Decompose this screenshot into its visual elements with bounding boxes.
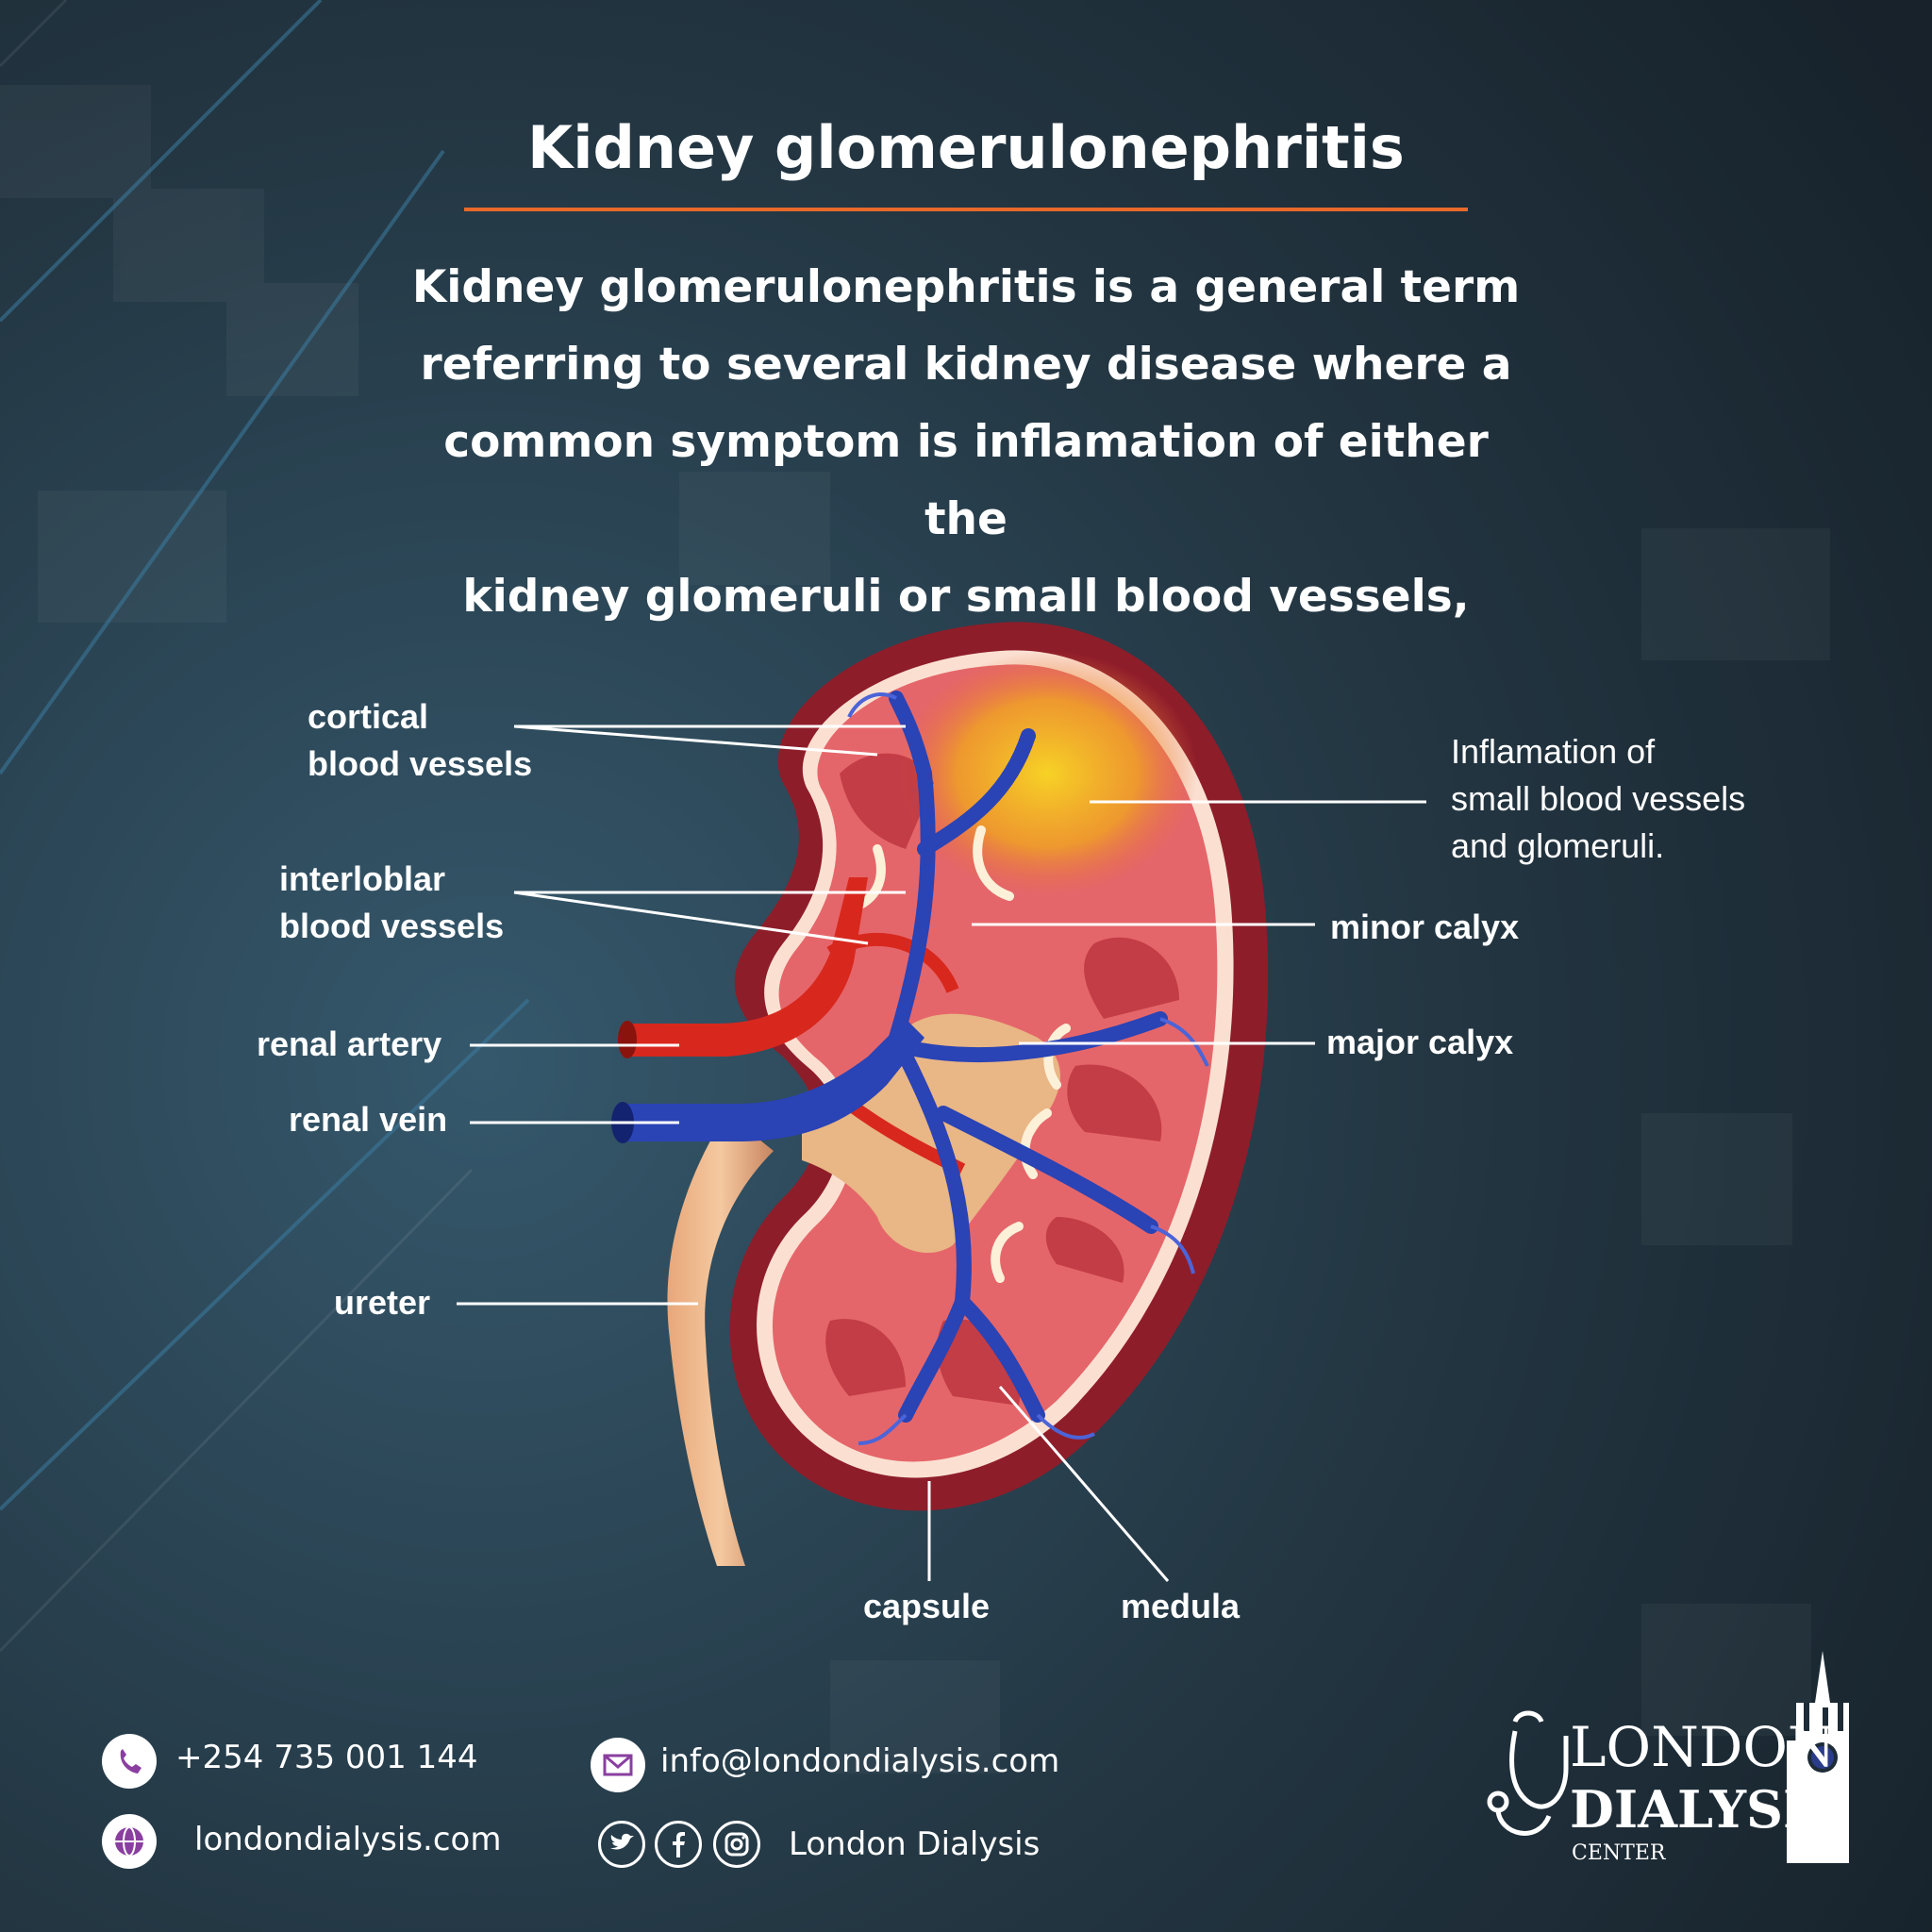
renal-vein-vessel xyxy=(618,1019,924,1141)
label-inflamation: Inflamation of small blood vessels and g… xyxy=(1451,728,1745,870)
label-renal-vein: renal vein xyxy=(289,1100,448,1139)
phone-icon xyxy=(102,1734,157,1789)
label-cortical-blood-vessels: cortical blood vessels xyxy=(308,693,532,788)
logo-line-2: DIALYSIS xyxy=(1570,1779,1844,1840)
globe-icon xyxy=(102,1814,157,1869)
website-link[interactable]: londondialysis.com xyxy=(194,1821,502,1858)
clock-tower-icon xyxy=(1787,1651,1849,1863)
ureter-tube xyxy=(667,1113,774,1566)
label-interlobular-blood-vessels: interloblar blood vessels xyxy=(279,856,504,950)
label-line: interloblar xyxy=(279,859,446,898)
label-line: blood vessels xyxy=(279,907,505,945)
label-ureter: ureter xyxy=(334,1283,431,1322)
logo-line-1: LONDON xyxy=(1570,1715,1836,1779)
inflamation-area xyxy=(896,651,1198,896)
logo-graphic xyxy=(1487,1651,1849,1863)
label-line: cortical xyxy=(308,697,429,736)
label-medula: medula xyxy=(1121,1587,1241,1625)
label-minor-calyx: minor calyx xyxy=(1330,908,1520,946)
title-underline xyxy=(464,208,1468,211)
renal-artery-vessel xyxy=(623,877,868,1057)
social-handle[interactable]: London Dialysis xyxy=(789,1825,1041,1863)
label-line: blood vessels xyxy=(308,744,533,783)
email-icon xyxy=(591,1738,645,1792)
label-line: small blood vessels xyxy=(1451,779,1746,818)
phone-number[interactable]: +254 735 001 144 xyxy=(175,1739,478,1776)
description-line: common symptom is inflamation of either … xyxy=(443,416,1489,545)
stethoscope-icon xyxy=(1487,1710,1569,1836)
twitter-icon[interactable] xyxy=(598,1821,645,1868)
facebook-icon[interactable] xyxy=(655,1821,702,1868)
page-title: Kidney glomerulonephritis xyxy=(527,113,1405,182)
label-renal-artery: renal artery xyxy=(257,1024,442,1063)
label-major-calyx: major calyx xyxy=(1326,1023,1514,1061)
label-capsule: capsule xyxy=(863,1587,991,1625)
label-line: Inflamation of xyxy=(1451,732,1656,771)
instagram-icon[interactable] xyxy=(713,1821,760,1868)
description-line: referring to several kidney disease wher… xyxy=(420,339,1512,391)
email-address[interactable]: info@londondialysis.com xyxy=(660,1742,1060,1780)
description: Kidney glomerulonephritis is a general t… xyxy=(400,249,1532,636)
description-line: kidney glomeruli or small blood vessels, xyxy=(462,571,1470,623)
label-line: and glomeruli. xyxy=(1451,826,1665,865)
logo-line-3: CENTER xyxy=(1572,1841,1666,1865)
description-line: Kidney glomerulonephritis is a general t… xyxy=(411,261,1521,313)
